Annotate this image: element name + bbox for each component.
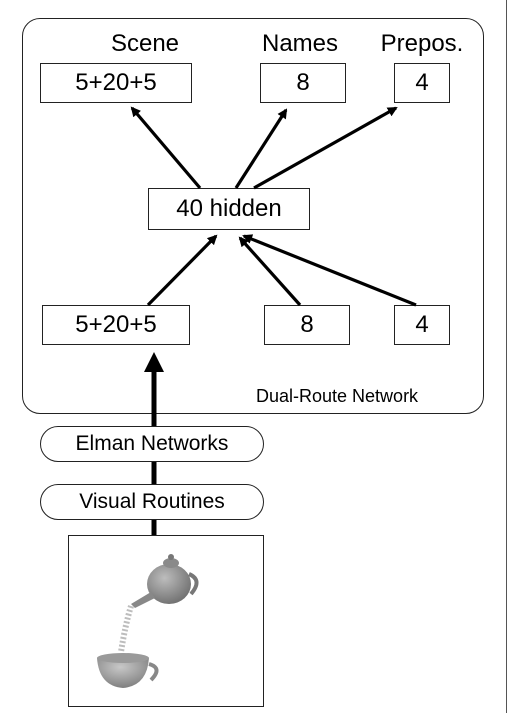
teapot-knob	[168, 554, 174, 560]
input-prepos-box: 4	[394, 305, 450, 345]
cup-body	[97, 658, 149, 688]
pour-stream	[118, 605, 134, 653]
cup-handle	[148, 662, 159, 682]
teapot-pouring-illustration	[97, 554, 199, 688]
arrow-prepos-to-hidden	[242, 234, 417, 307]
arrow-hidden-to-scene	[130, 106, 202, 190]
output-scene-box: 5+20+5	[40, 63, 192, 103]
teapot-scene-image	[68, 535, 264, 707]
output-prepos-box: 4	[394, 63, 450, 103]
teapot-body	[147, 564, 191, 604]
page-right-border	[506, 0, 507, 713]
hidden-layer-box: 40 hidden	[148, 188, 310, 230]
elman-networks-stage: Elman Networks	[40, 426, 264, 462]
arrow-hidden-to-prepos	[253, 106, 398, 190]
network-label: Dual-Route Network	[256, 386, 419, 406]
visual-routines-stage: Visual Routines	[40, 484, 264, 520]
teapot-lid	[163, 558, 179, 568]
arrow-scene-to-hidden	[146, 234, 218, 307]
arrow-hidden-to-names	[234, 108, 288, 189]
dual-route-network-frame	[22, 18, 484, 414]
output-names-box: 8	[260, 63, 346, 103]
teapot-spout	[131, 592, 155, 608]
output-scene-title: Scene	[110, 30, 180, 57]
pipeline-arrowhead	[144, 352, 164, 372]
teapot-handle	[188, 572, 199, 596]
input-scene-box: 5+20+5	[42, 305, 190, 345]
output-names-title: Names	[261, 30, 339, 57]
input-names-box: 8	[264, 305, 350, 345]
arrow-names-to-hidden	[238, 236, 302, 307]
output-prepos-title: Prepos.	[380, 30, 464, 57]
cup-rim	[97, 653, 149, 663]
